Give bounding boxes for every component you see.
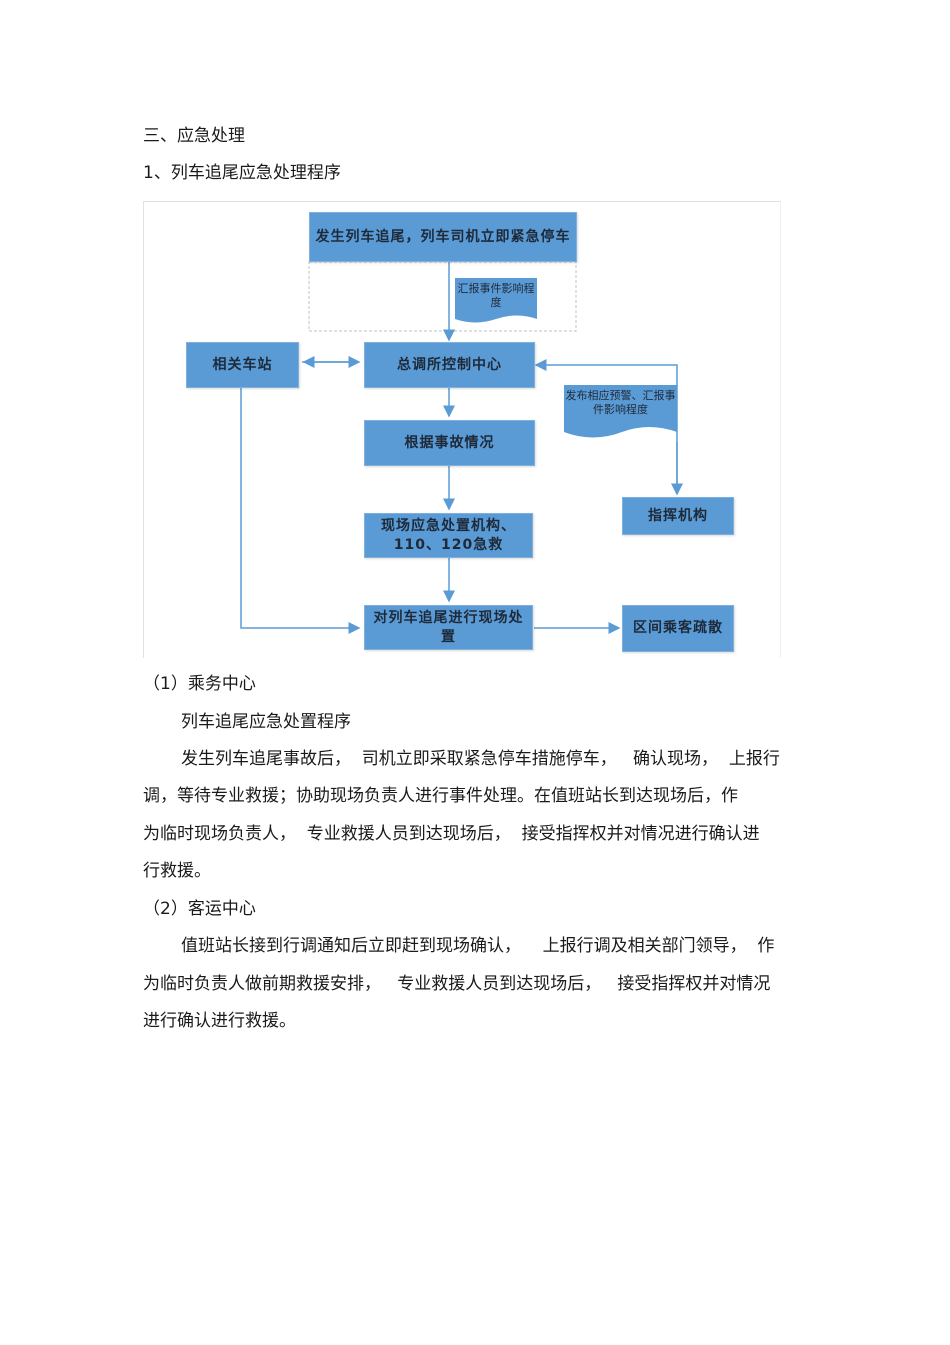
part1-line-1: 发生列车追尾事故后， 司机立即采取紧急停车措施停车， 确认现场， 上报行 bbox=[181, 749, 780, 769]
node-station-label: 相关车站 bbox=[212, 356, 273, 373]
subheading: 1、列车追尾应急处理程序 bbox=[143, 163, 341, 183]
node-start-label: 发生列车追尾，列车司机立即紧急停车 bbox=[315, 228, 571, 245]
node-start: 发生列车追尾，列车司机立即紧急停车 bbox=[309, 212, 577, 262]
part2-line-1: 值班站长接到行调通知后立即赶到现场确认， 上报行调及相关部门领导， 作 bbox=[181, 936, 775, 956]
node-onsite-agency-label: 现场应急处置机构、110、120急救 bbox=[381, 517, 516, 553]
node-onsite-handle-label: 对列车追尾进行现场处置 bbox=[373, 609, 524, 645]
part1-line-3: 为临时现场负责人， 专业救援人员到达现场后， 接受指挥权并对情况进行确认进 bbox=[143, 824, 760, 844]
node-command-label: 指挥机构 bbox=[648, 507, 708, 524]
part1-line-4: 行救援。 bbox=[143, 861, 211, 881]
node-evacuate: 区间乘客疏散 bbox=[622, 605, 734, 652]
part2-line-3: 进行确认进行救援。 bbox=[143, 1011, 296, 1031]
node-onsite-agency: 现场应急处置机构、110、120急救 bbox=[364, 513, 533, 558]
node-warning-doc-label: 发布相应预警、汇报事件影响程度 bbox=[565, 389, 676, 416]
part2-line-2: 为临时负责人做前期救援安排， 专业救援人员到达现场后， 接受指挥权并对情况 bbox=[143, 974, 771, 994]
node-onsite-handle: 对列车追尾进行现场处置 bbox=[364, 605, 533, 650]
part1-title: （1）乘务中心 bbox=[143, 674, 256, 694]
part2-title: （2）客运中心 bbox=[143, 899, 256, 919]
node-warning-doc: 发布相应预警、汇报事件影响程度 bbox=[564, 385, 677, 417]
node-report-doc: 汇报事件影响程度 bbox=[455, 278, 537, 310]
node-by-situation-label: 根据事故情况 bbox=[404, 434, 495, 451]
node-evacuate-label: 区间乘客疏散 bbox=[633, 620, 723, 636]
part1-line-2: 调，等待专业救援；协助现场负责人进行事件处理。在值班站长到达现场后，作 bbox=[143, 786, 738, 806]
node-control-center-label: 总调所控制中心 bbox=[397, 356, 502, 373]
node-report-doc-label: 汇报事件影响程度 bbox=[457, 282, 535, 309]
part1-subtitle: 列车追尾应急处置程序 bbox=[181, 712, 351, 732]
flowchart: 发生列车追尾，列车司机立即紧急停车 汇报事件影响程度 相关车站 总调所控制中心 … bbox=[143, 201, 781, 658]
node-control-center: 总调所控制中心 bbox=[364, 342, 535, 388]
node-command: 指挥机构 bbox=[622, 497, 734, 535]
node-station: 相关车站 bbox=[186, 342, 299, 388]
section-heading: 三、应急处理 bbox=[143, 126, 245, 146]
node-by-situation: 根据事故情况 bbox=[364, 420, 535, 466]
flowchart-connectors bbox=[240, 261, 683, 634]
